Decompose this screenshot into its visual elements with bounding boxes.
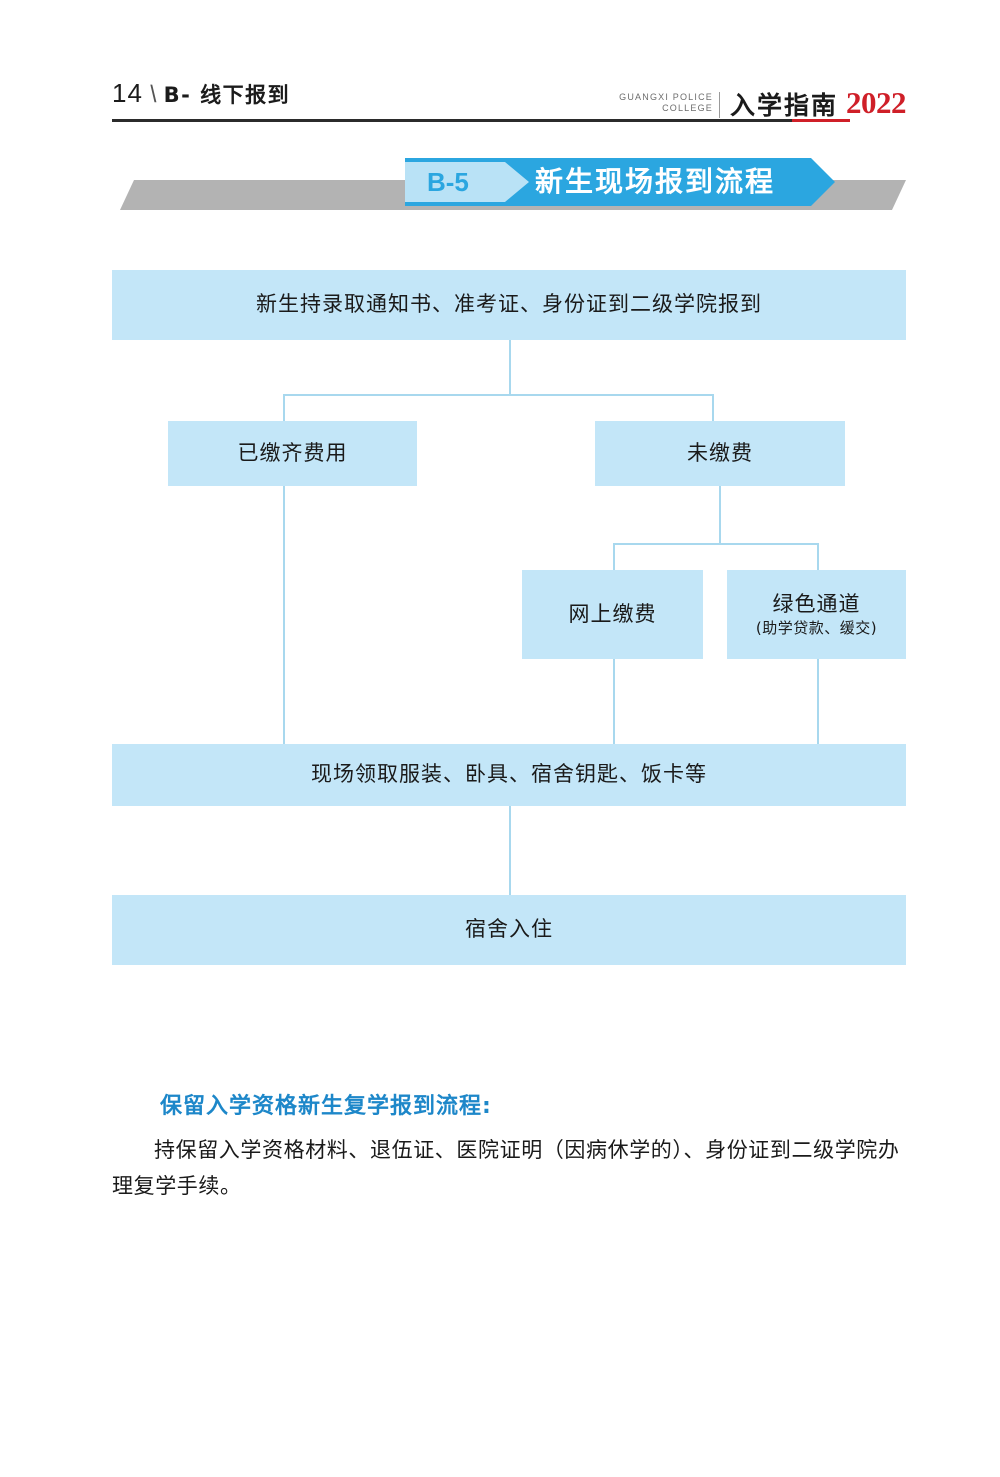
connector-n5-to-n6: [817, 659, 819, 744]
page-number: 14: [112, 78, 143, 108]
header-rule: [112, 119, 792, 122]
flow-node-n4-label: 网上缴费: [568, 601, 657, 626]
connector-n4-to-n6: [613, 659, 615, 744]
flow-node-n4: 网上缴费: [522, 570, 703, 659]
flow-node-n5: 绿色通道 (助学贷款、缓交): [727, 570, 906, 659]
flow-node-n2-label: 已缴齐费用: [237, 440, 348, 465]
banner-title: 新生现场报到流程: [535, 165, 776, 198]
connector-n6-to-n7: [509, 806, 511, 895]
header-left-group: 14 \ B- 线下报到: [112, 78, 290, 109]
header-divider-glyph: \: [149, 81, 158, 108]
flow-node-n5-sublabel: (助学贷款、缓交): [755, 618, 878, 637]
flow-node-n3: 未缴费: [595, 421, 845, 486]
connector-split-row3: [613, 543, 818, 545]
connector-n3-down: [719, 486, 721, 544]
banner-tag-chevron: B-5: [405, 162, 529, 202]
header-rule-accent: [792, 119, 850, 122]
connector-split-row2: [283, 394, 713, 396]
flow-node-n1-label: 新生持录取通知书、准考证、身份证到二级学院报到: [256, 292, 762, 317]
flow-node-n7-label: 宿舍入住: [465, 917, 553, 942]
brand-english: GUANGXI POLICE COLLEGE: [619, 92, 720, 118]
flow-node-n6: 现场领取服装、卧具、宿舍钥匙、饭卡等: [112, 744, 906, 806]
connector-to-n2: [283, 394, 285, 422]
bottom-paragraph: 持保留入学资格材料、退伍证、医院证明（因病休学的）、身份证到二级学院办理复学手续…: [112, 1138, 900, 1199]
connector-to-n4: [613, 543, 615, 571]
banner-tag-label: B-5: [427, 166, 469, 197]
section-banner: 新生现场报到流程 B-5: [112, 158, 906, 216]
page-header: 14 \ B- 线下报到 GUANGXI POLICE COLLEGE 入学指南…: [112, 78, 907, 124]
connector-n2-to-n6: [283, 486, 285, 744]
flow-node-n2: 已缴齐费用: [168, 421, 417, 486]
header-brand-group: GUANGXI POLICE COLLEGE 入学指南 2022: [619, 78, 907, 120]
flow-node-n3-label: 未缴费: [687, 440, 753, 465]
connector-to-n5: [817, 543, 819, 571]
brand-english-line2: COLLEGE: [662, 102, 713, 113]
flow-node-n7: 宿舍入住: [112, 895, 906, 965]
section-label: B- 线下报到: [163, 83, 291, 107]
bottom-heading: 保留入学资格新生复学报到流程:: [160, 1094, 492, 1119]
flow-node-n1: 新生持录取通知书、准考证、身份证到二级学院报到: [112, 270, 906, 340]
connector-n1-down: [509, 340, 511, 395]
brand-year: 2022: [846, 85, 907, 120]
flow-node-n6-label: 现场领取服装、卧具、宿舍钥匙、饭卡等: [311, 762, 707, 787]
flow-node-n5-label: 绿色通道: [772, 591, 861, 616]
bottom-text-block: 保留入学资格新生复学报到流程: 持保留入学资格材料、退伍证、医院证明（因病休学的…: [112, 1088, 906, 1204]
brand-english-line1: GUANGXI POLICE: [619, 92, 713, 103]
connector-to-n3: [712, 394, 714, 422]
brand-chinese: 入学指南: [729, 91, 838, 120]
